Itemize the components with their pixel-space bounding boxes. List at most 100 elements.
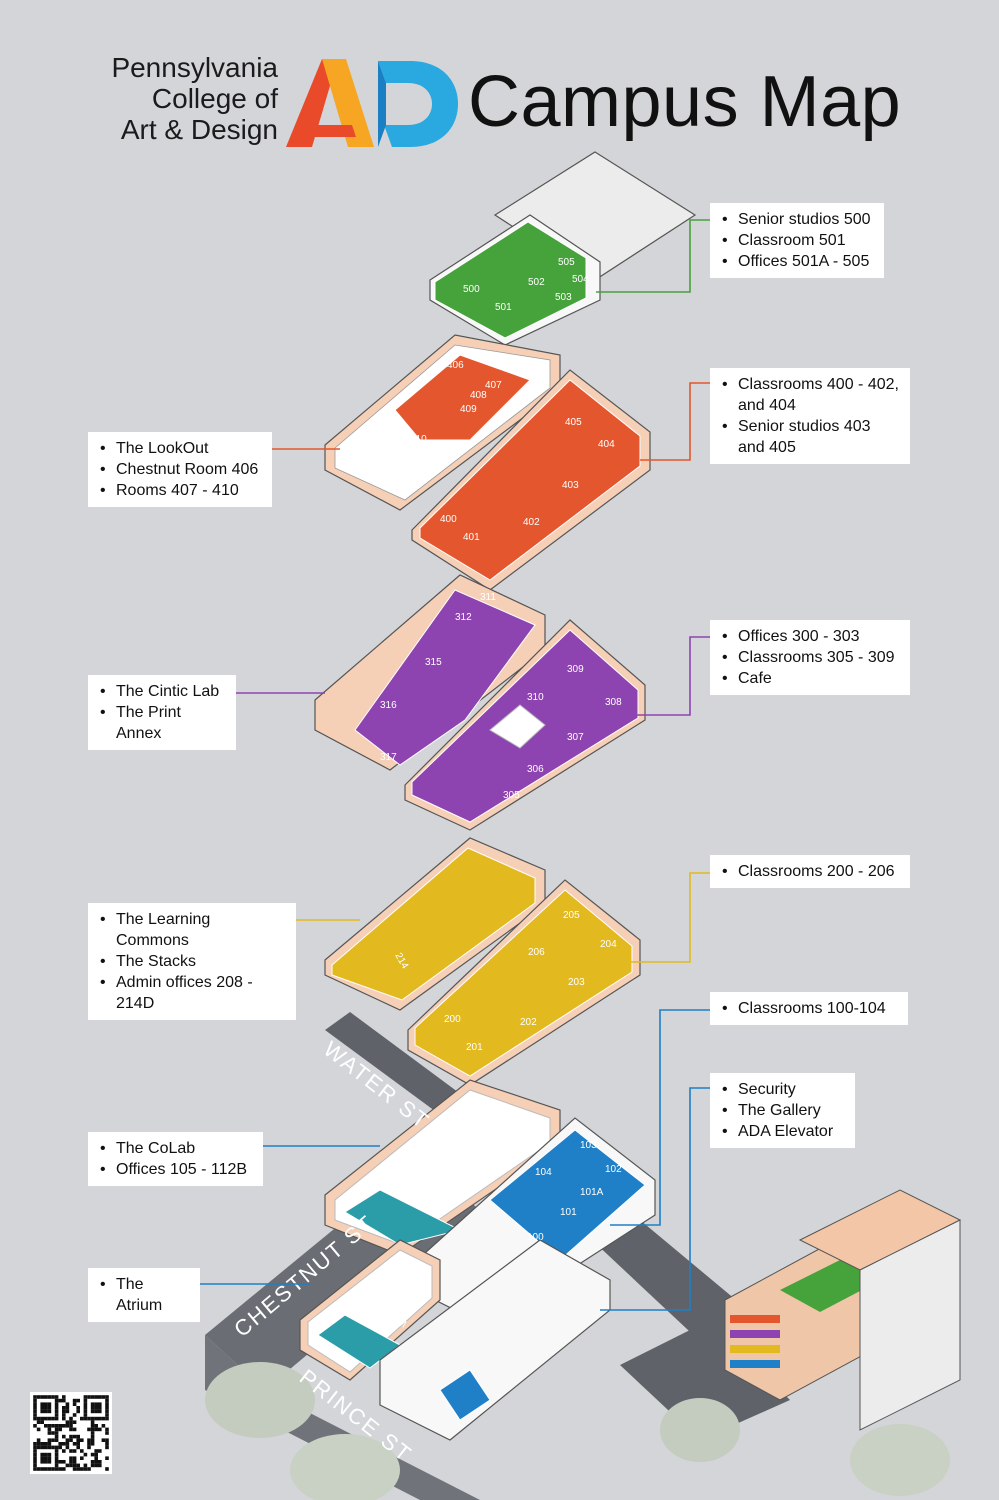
callout-floor4-left: The LookOut Chestnut Room 406 Rooms 407 … (88, 432, 272, 507)
callout-item: The Print Annex (100, 702, 226, 744)
tree-canopy (205, 1362, 315, 1438)
callout-item: Classroom 501 (722, 230, 874, 251)
college-line-1: Pennsylvania (111, 52, 278, 83)
callout-item: Classrooms 305 - 309 (722, 647, 900, 668)
room-label: 400 (440, 514, 457, 525)
room-label: 407 (485, 380, 502, 391)
callout-item: The Learning Commons (100, 909, 286, 951)
callout-item: Cafe (722, 668, 900, 689)
room-label: 308 (605, 697, 622, 708)
callout-item: ADA Elevator (722, 1121, 845, 1142)
room-label: 504 (572, 274, 589, 285)
callout-floor3-right: Offices 300 - 303 Classrooms 305 - 309 C… (710, 620, 910, 695)
room-label: 409 (460, 404, 477, 415)
callout-item: The Stacks (100, 951, 286, 972)
callout-item: The Gallery (722, 1100, 845, 1121)
callout-item: Offices 105 - 112B (100, 1159, 253, 1180)
room-label: 203 (568, 977, 585, 988)
room-label: 104 (535, 1167, 552, 1178)
room-label: 306 (527, 764, 544, 775)
callout-item: The LookOut (100, 438, 262, 459)
college-line-3: Art & Design (120, 114, 278, 145)
room-label: 500 (463, 284, 480, 295)
trees (205, 1362, 950, 1500)
callout-floor2-right: Classrooms 200 - 206 (710, 855, 910, 888)
floor-3: CAFE 305 306 307 308 309 310 311 312 315… (314, 574, 646, 831)
floor-5: 500 501 502 503 504 505 (429, 151, 697, 346)
room-label: 102 (605, 1164, 622, 1175)
room-label: 402 (523, 517, 540, 528)
callout-item: Security (722, 1079, 845, 1100)
room-label: 112 (484, 1104, 500, 1115)
callout-item: The CoLab (100, 1138, 253, 1159)
room-label: 309 (567, 664, 584, 675)
floor-4: THE LOOKOUT 400 401 402 403 404 405 406 … (324, 334, 651, 591)
callout-floor5: Senior studios 500 Classroom 501 Offices… (710, 203, 884, 278)
callout-item: Classrooms 400 - 402, and 404 (722, 374, 900, 416)
callout-floor4-right: Classrooms 400 - 402, and 404 Senior stu… (710, 368, 910, 464)
callout-item: Admin offices 208 - 214D (100, 972, 286, 1014)
room-label: 100 (527, 1232, 544, 1243)
room-label: 408 (470, 390, 487, 401)
room-label: 315 (425, 657, 442, 668)
room-label: 205 (563, 910, 580, 921)
room-label: 201 (466, 1042, 483, 1053)
callout-leaders (200, 219, 710, 1311)
room-label: 410 (410, 434, 427, 445)
room-label: 202 (520, 1017, 537, 1028)
callout-item: Rooms 407 - 410 (100, 480, 262, 501)
room-label: 401 (463, 532, 480, 543)
room-label: 316 (380, 700, 397, 711)
callout-item: The Atrium (100, 1274, 190, 1316)
room-label: 103 (580, 1140, 597, 1151)
mini-road (620, 1320, 790, 1440)
room-label: 206 (528, 947, 545, 958)
callout-item: Senior studios 403 and 405 (722, 416, 900, 458)
room-label: 317 (380, 752, 397, 763)
callout-item: Classrooms 100-104 (722, 998, 898, 1019)
pca-d-logo (286, 59, 458, 147)
room-label: 403 (562, 480, 579, 491)
room-label: 101A (580, 1187, 604, 1198)
room-label: 204 (600, 939, 617, 950)
floor-1: THE CO LAB 100 101 101A 102 103 104 112 (324, 1079, 656, 1326)
ground-floor: THE ATRIUM (299, 1239, 611, 1441)
room-label: 101 (560, 1207, 577, 1218)
page-title: Campus Map (468, 62, 902, 142)
room-label: 310 (527, 692, 544, 703)
callout-atrium: The Atrium (88, 1268, 200, 1322)
room-label: 307 (567, 732, 584, 743)
callout-item: Offices 501A - 505 (722, 251, 874, 272)
room-label: 200 (444, 1014, 461, 1025)
callout-floor1-right-top: Classrooms 100-104 (710, 992, 908, 1025)
room-label: 501 (495, 302, 512, 313)
callout-item: Classrooms 200 - 206 (722, 861, 900, 882)
room-label: 502 (528, 277, 545, 288)
floor-2: 214 200 201 202 203 204 205 206 (324, 837, 641, 1086)
callout-item: Chestnut Room 406 (100, 459, 262, 480)
callout-floor1-right-bottom: Security The Gallery ADA Elevator (710, 1073, 855, 1148)
qr-code-icon[interactable] (30, 1392, 112, 1474)
cafe-label: CAFE (508, 722, 535, 733)
room-label: 505 (558, 257, 575, 268)
room-label: 405 (565, 417, 582, 428)
tree-canopy (850, 1424, 950, 1496)
room-label: 311 (480, 592, 496, 603)
room-label: 305 (503, 790, 520, 801)
callout-floor1-left: The CoLab Offices 105 - 112B (88, 1132, 263, 1186)
tree-canopy (660, 1398, 740, 1462)
callout-item: The Cintic Lab (100, 681, 226, 702)
tree-canopy (290, 1434, 400, 1500)
college-line-2: College of (151, 83, 278, 114)
building-overview-thumbnail (724, 1189, 962, 1431)
callout-floor2-left: The Learning Commons The Stacks Admin of… (88, 903, 296, 1020)
callout-floor3-left: The Cintic Lab The Print Annex (88, 675, 236, 750)
room-label: 404 (598, 439, 615, 450)
room-label: 406 (447, 360, 464, 371)
room-label: 312 (455, 612, 472, 623)
callout-item: Senior studios 500 (722, 209, 874, 230)
college-name: Pennsylvania College of Art & Design (60, 52, 278, 145)
room-label: 503 (555, 292, 572, 303)
